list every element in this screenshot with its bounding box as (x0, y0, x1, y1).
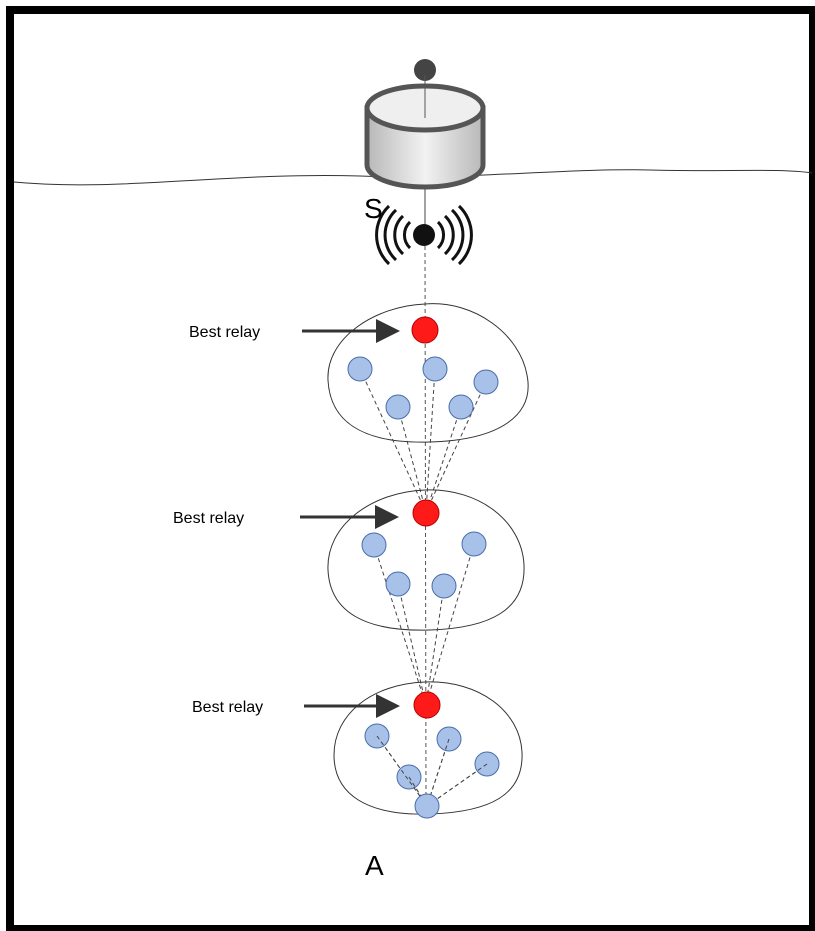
best-relay-label: Best relay (173, 510, 244, 527)
surface-buoy (364, 59, 486, 236)
cluster-3: Best relay (192, 681, 523, 815)
best-relay-node (412, 499, 440, 527)
node (431, 573, 457, 599)
best-relay-label: Best relay (189, 324, 260, 341)
source-label: S (364, 193, 383, 224)
best-relay-label: Best relay (192, 699, 263, 716)
node (385, 571, 411, 597)
cluster-1: Best relay (189, 303, 529, 513)
node (473, 369, 499, 395)
destination-label: A (365, 850, 384, 881)
cluster-2: Best relay (173, 489, 525, 706)
best-relay-node (411, 316, 439, 344)
destination-node (414, 793, 440, 819)
source-transducer (375, 204, 473, 266)
cluster-2-boundary (327, 489, 525, 631)
node (347, 356, 373, 382)
node (385, 394, 411, 420)
node (448, 394, 474, 420)
frame (6, 6, 815, 931)
node (461, 531, 487, 557)
best-relay-node (413, 691, 441, 719)
node (422, 356, 448, 382)
node (361, 532, 387, 558)
